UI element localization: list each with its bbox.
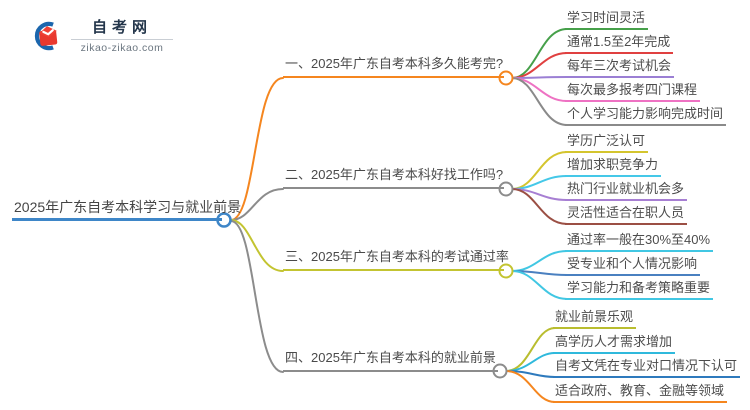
branch-topic-2[interactable]: 二、2025年广东自考本科好找工作吗? [283, 167, 504, 189]
child-links-branch-1 [511, 28, 568, 126]
child-topic[interactable]: 灵活性适合在职人员 [565, 205, 688, 225]
branch-topic-4[interactable]: 四、2025年广东自考本科的就业前景 [283, 350, 498, 372]
graduation-cap-logo-icon [34, 21, 58, 51]
child-topic[interactable]: 增加求职竞争力 [565, 157, 662, 177]
child-topic[interactable]: 自考文凭在专业对口情况下认可 [553, 358, 741, 378]
branch-topic-3[interactable]: 三、2025年广东自考本科的考试通过率 [283, 249, 509, 271]
child-topic[interactable]: 通常1.5至2年完成 [565, 34, 674, 54]
child-topic[interactable]: 就业前景乐观 [553, 309, 637, 329]
child-topic[interactable]: 热门行业就业机会多 [565, 181, 688, 201]
child-topic[interactable]: 每次最多报考四门课程 [565, 82, 701, 102]
child-topic[interactable]: 受专业和个人情况影响 [565, 256, 701, 276]
child-topic[interactable]: 学习时间灵活 [565, 10, 649, 30]
child-links-branch-4 [505, 327, 556, 403]
logo-title: 自考网 [91, 18, 152, 36]
node-circles [216, 70, 514, 379]
branch-topic-1[interactable]: 一、2025年广东自考本科多久能考完? [283, 56, 504, 78]
child-links-branch-2 [511, 151, 568, 225]
child-topic[interactable]: 个人学习能力影响完成时间 [565, 106, 727, 126]
logo-domain: zikao-zikao.com [80, 41, 164, 54]
child-topic[interactable]: 高学历人才需求增加 [553, 334, 676, 354]
child-topic[interactable]: 学习能力和备考策略重要 [565, 280, 714, 300]
child-links-branch-3 [511, 250, 568, 300]
branch-links [230, 77, 284, 373]
site-logo[interactable]: 自考网 zikao-zikao.com [29, 18, 173, 54]
central-topic[interactable]: 2025年广东自考本科学习与就业前景 [12, 199, 241, 221]
child-topic[interactable]: 每年三次考试机会 [565, 58, 675, 78]
child-topic[interactable]: 适合政府、教育、金融等领域 [553, 383, 728, 403]
child-topic[interactable]: 学历广泛认可 [565, 133, 649, 153]
child-topic[interactable]: 通过率一般在30%至40% [565, 232, 714, 252]
logo-divider [71, 38, 173, 40]
